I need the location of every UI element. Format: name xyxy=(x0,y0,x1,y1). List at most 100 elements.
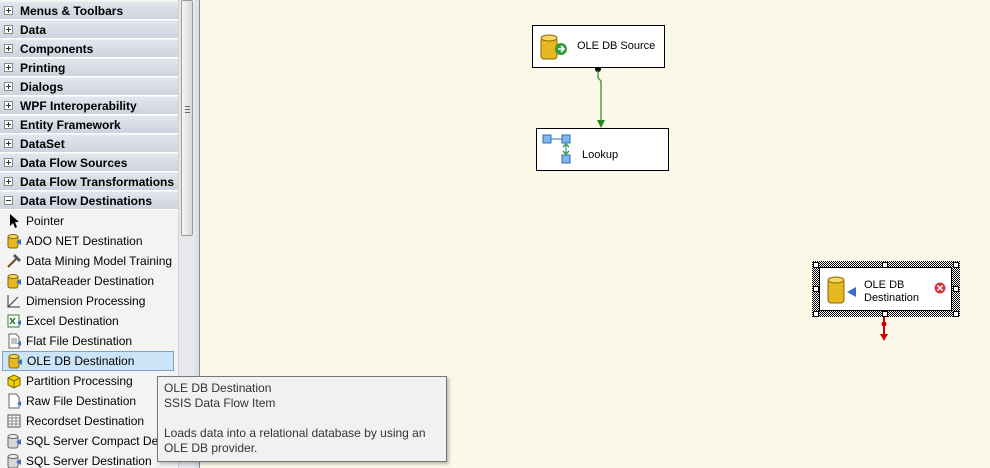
category-label: Components xyxy=(20,42,94,56)
toolbox-category-dialogs[interactable]: Dialogs xyxy=(0,78,178,96)
toolbox-item-label: ADO NET Destination xyxy=(26,234,143,248)
toolbox-item-recordset-destination[interactable]: Recordset Destination xyxy=(0,411,178,431)
toolbox-item-flat-file-destination[interactable]: Flat File Destination xyxy=(0,331,178,351)
expand-icon[interactable] xyxy=(4,6,13,15)
node-label: OLE DB Source xyxy=(577,40,656,52)
expand-icon[interactable] xyxy=(4,101,13,110)
toolbox-item-dimension-processing[interactable]: Dimension Processing xyxy=(0,291,178,311)
tooltip-subtitle: SSIS Data Flow Item xyxy=(164,396,276,410)
ole-db-destination-icon xyxy=(827,276,856,304)
toolbox-category-dataset[interactable]: DataSet xyxy=(0,135,178,153)
toolbox-item-label: Pointer xyxy=(26,214,65,228)
raw-file-destination-icon xyxy=(8,393,21,409)
category-label: Data Flow Transformations xyxy=(20,175,175,189)
success-path-arrow[interactable] xyxy=(595,66,605,128)
toolbox-item-pointer[interactable]: Pointer xyxy=(0,211,178,231)
toolbox-item-label: Raw File Destination xyxy=(26,394,137,408)
toolbox-item-label: Excel Destination xyxy=(26,314,119,328)
tooltip-description: Loads data into a relational database by… xyxy=(164,426,426,455)
toolbox-item-excel-destination[interactable]: Excel Destination xyxy=(0,311,178,331)
toolbox-item-datareader-destination[interactable]: DataReader Destination xyxy=(0,271,178,291)
ole-db-source-icon xyxy=(540,34,567,60)
toolbox-item-tooltip: OLE DB Destination SSIS Data Flow Item L… xyxy=(157,376,447,462)
collapse-icon[interactable] xyxy=(4,196,13,205)
sql-compact-destination-icon xyxy=(7,434,21,449)
node-label-line2: Destination xyxy=(864,292,920,304)
lookup-icon xyxy=(542,134,571,164)
scrollbar-thumb[interactable] xyxy=(181,0,193,236)
error-path-arrow[interactable] xyxy=(880,317,888,341)
category-label: WPF Interoperability xyxy=(20,99,137,113)
tooltip-title: OLE DB Destination xyxy=(164,381,272,395)
grip-line xyxy=(185,112,190,113)
expand-icon[interactable] xyxy=(4,158,13,167)
toolbox-item-ado-net-destination[interactable]: ADO NET Destination xyxy=(0,231,178,251)
toolbox-category-menus-toolbars[interactable]: Menus & Toolbars xyxy=(0,2,178,20)
category-label: Entity Framework xyxy=(20,118,121,132)
data-mining-icon xyxy=(7,254,21,268)
toolbox-item-label: Dimension Processing xyxy=(26,294,146,308)
resize-handle[interactable] xyxy=(813,311,819,317)
resize-handle[interactable] xyxy=(882,311,888,317)
resize-handle[interactable] xyxy=(953,262,959,268)
expand-icon[interactable] xyxy=(4,120,13,129)
resize-handle[interactable] xyxy=(882,262,888,268)
resize-handle[interactable] xyxy=(813,286,819,292)
toolbox-item-label: SQL Server Compact Destination xyxy=(26,434,178,448)
grip-line xyxy=(185,109,190,110)
category-label: DataSet xyxy=(20,137,65,151)
toolbox-category-wpf-interoperability[interactable]: WPF Interoperability xyxy=(0,97,178,115)
category-label: Data Flow Destinations xyxy=(20,194,153,208)
error-icon[interactable] xyxy=(934,282,946,294)
toolbox-category-components[interactable]: Components xyxy=(0,40,178,58)
toolbox-item-label: SQL Server Destination xyxy=(26,454,152,468)
expand-icon[interactable] xyxy=(4,44,13,53)
toolbox-item-data-mining-model-training[interactable]: Data Mining Model Training xyxy=(0,251,178,271)
data-flow-canvas[interactable]: OLE DB Source Lookup OLE DB Destination xyxy=(200,0,990,468)
category-label: Printing xyxy=(20,61,66,75)
toolbox-item-raw-file-destination[interactable]: Raw File Destination xyxy=(0,391,178,411)
expand-icon[interactable] xyxy=(4,177,13,186)
lookup-node[interactable]: Lookup xyxy=(536,128,669,171)
toolbox-category-data[interactable]: Data xyxy=(0,21,178,39)
toolbox-item-label: Partition Processing xyxy=(26,374,133,388)
toolbox-scrollbar[interactable] xyxy=(178,0,195,468)
category-label: Dialogs xyxy=(20,80,64,94)
ole-db-destination-icon xyxy=(8,354,22,369)
panel-splitter[interactable] xyxy=(195,0,200,468)
grip-line xyxy=(185,106,190,107)
resize-handle[interactable] xyxy=(953,311,959,317)
sql-server-destination-icon xyxy=(7,454,21,468)
toolbox-panel: Menus & Toolbars Data Components Printin… xyxy=(0,0,178,468)
expand-icon[interactable] xyxy=(4,82,13,91)
expand-icon[interactable] xyxy=(4,139,13,148)
toolbox-item-ole-db-destination[interactable]: OLE DB Destination xyxy=(2,351,174,371)
resize-handle[interactable] xyxy=(813,262,819,268)
excel-destination-icon xyxy=(7,314,21,328)
toolbox-item-label: DataReader Destination xyxy=(26,274,155,288)
toolbox-category-data-flow-sources[interactable]: Data Flow Sources xyxy=(0,154,178,172)
resize-handle[interactable] xyxy=(953,286,959,292)
toolbox-item-partition-processing[interactable]: Partition Processing xyxy=(0,371,178,391)
node-label-line1: OLE DB xyxy=(864,279,905,291)
category-label: Menus & Toolbars xyxy=(20,4,124,18)
toolbox-category-data-flow-destinations[interactable]: Data Flow Destinations xyxy=(0,192,178,210)
toolbox-item-label: OLE DB Destination xyxy=(27,354,135,368)
toolbox-category-printing[interactable]: Printing xyxy=(0,59,178,77)
toolbox-item-label: Recordset Destination xyxy=(26,414,145,428)
toolbox-category-data-flow-transformations[interactable]: Data Flow Transformations xyxy=(0,173,178,191)
toolbox-item-label: Data Mining Model Training xyxy=(26,254,173,268)
toolbox-item-sql-server-destination[interactable]: SQL Server Destination xyxy=(0,451,178,468)
toolbox-category-entity-framework[interactable]: Entity Framework xyxy=(0,116,178,134)
expand-icon[interactable] xyxy=(4,63,13,72)
path-layer xyxy=(595,66,888,341)
category-label: Data xyxy=(20,23,47,37)
ole-db-source-node[interactable]: OLE DB Source xyxy=(532,25,665,68)
ado-net-destination-icon xyxy=(7,234,21,249)
partition-processing-icon xyxy=(7,374,21,389)
expand-icon[interactable] xyxy=(4,25,13,34)
ole-db-destination-node[interactable]: OLE DB Destination xyxy=(819,267,952,311)
category-label: Data Flow Sources xyxy=(20,156,128,170)
toolbox-item-sql-server-compact-destination[interactable]: SQL Server Compact Destination xyxy=(0,431,178,451)
recordset-destination-icon xyxy=(7,414,21,428)
